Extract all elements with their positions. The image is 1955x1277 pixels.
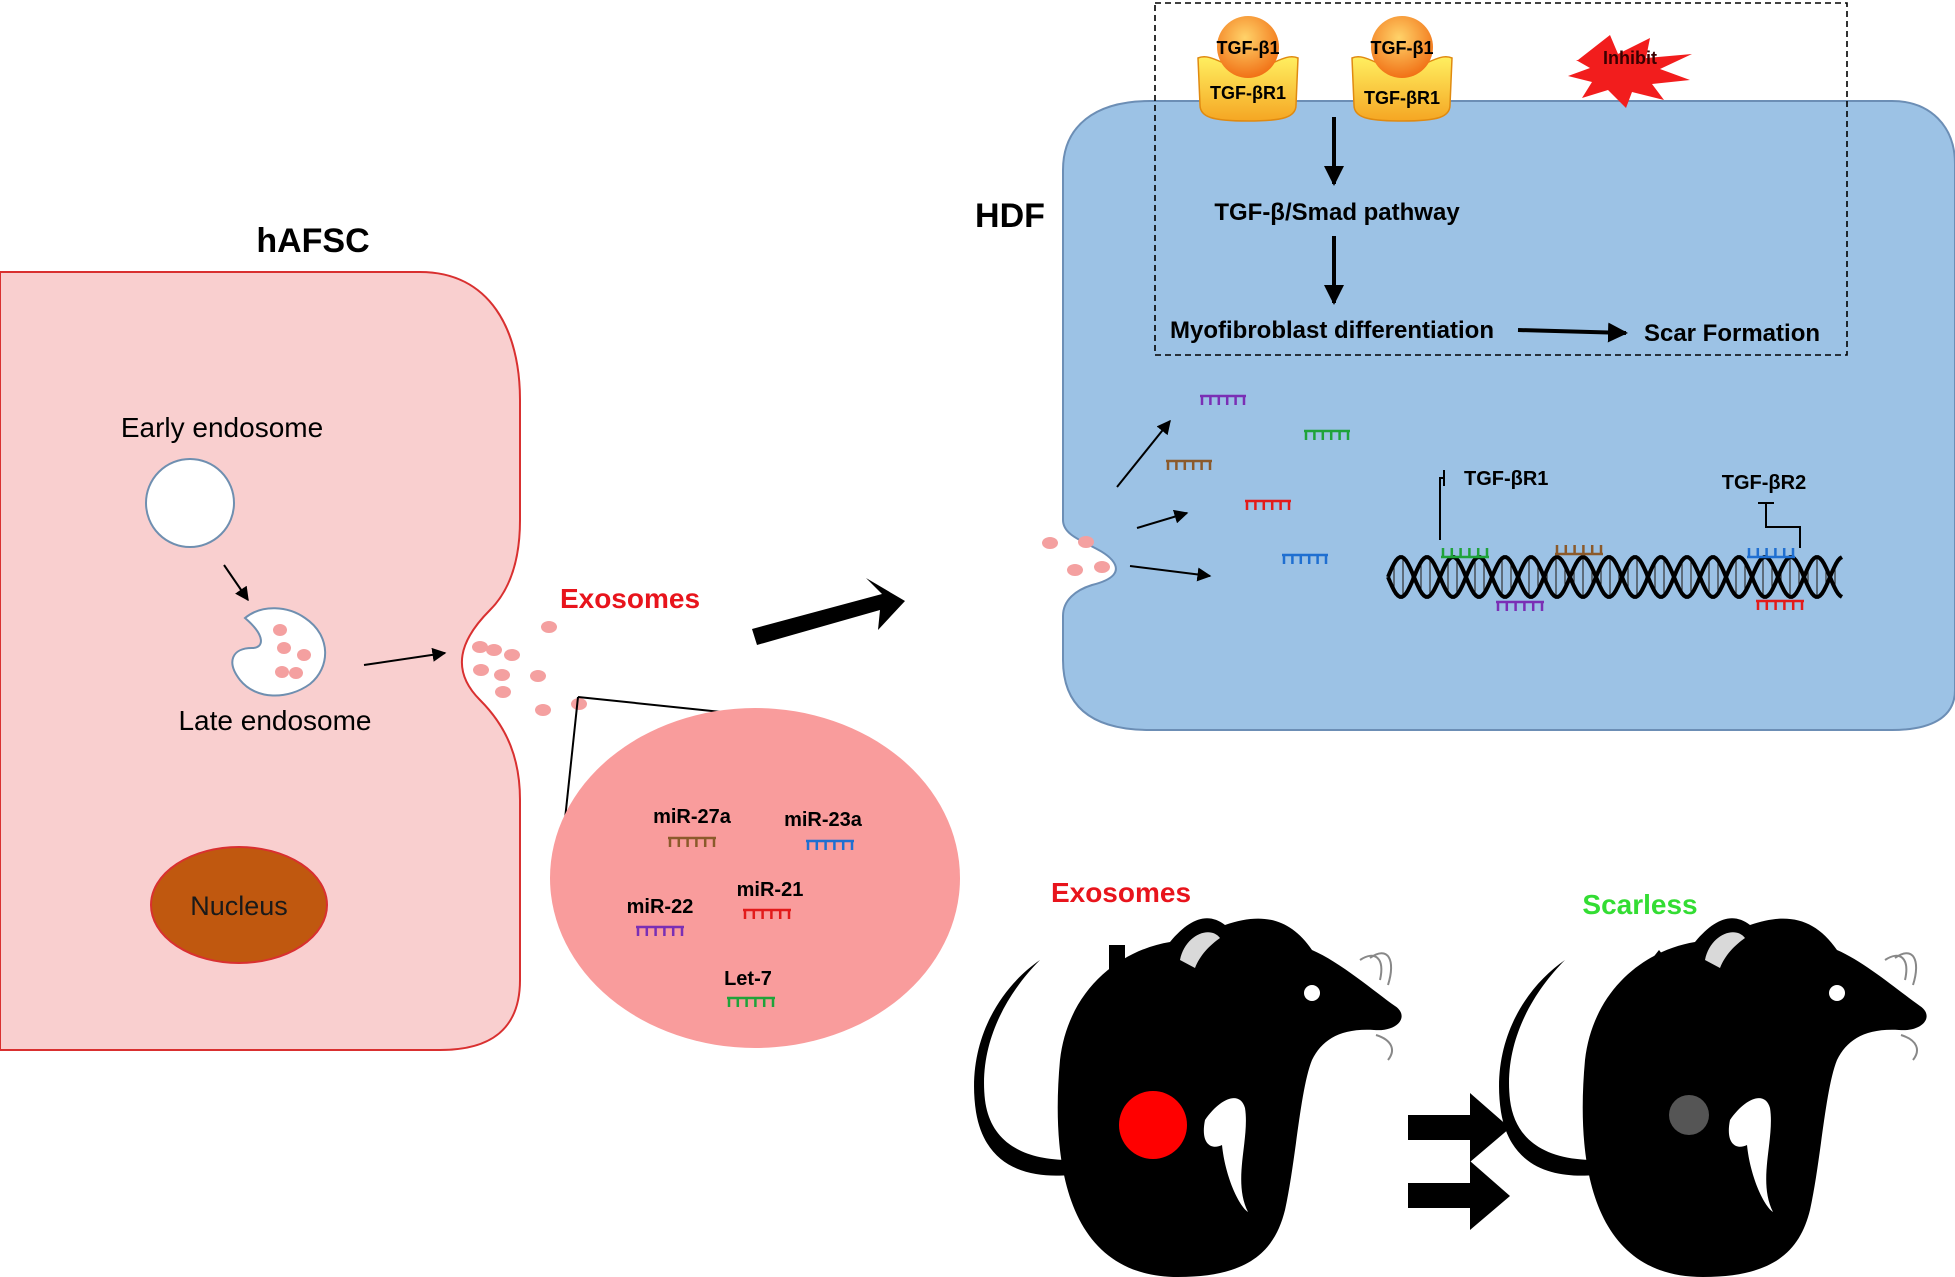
mouse-body-healed	[1582, 918, 1927, 1277]
hdf-free-mirna	[1200, 394, 1246, 405]
cargo-mirna-label: miR-22	[627, 896, 694, 918]
mouse-healed	[1499, 918, 1927, 1277]
dna-bound-mirna	[1756, 599, 1804, 610]
nucleus-label: Nucleus	[190, 891, 288, 921]
early-endosome	[145, 458, 235, 548]
endosome-arrow	[223, 564, 249, 602]
hdf-free-mirna	[1282, 553, 1328, 564]
exosomes-label: Exosomes	[560, 583, 700, 614]
dna-bound-mirna-group	[1441, 545, 1804, 611]
ligand-2-shape	[1371, 16, 1433, 78]
target-r1-label: TGF-βR1	[1464, 468, 1548, 490]
mouse-whiskers-treated	[1359, 952, 1393, 1061]
pathway-box	[1154, 2, 1848, 356]
transfer-arrow	[752, 578, 905, 645]
mouse-treated	[974, 918, 1402, 1277]
exosome-enlarged	[550, 708, 960, 1048]
receptor-1-label: TGF-βR1	[1210, 83, 1286, 103]
target-r2-label: TGF-βR2	[1722, 472, 1806, 494]
hdf-free-mirna	[1166, 459, 1212, 470]
hdf-membrane	[1062, 100, 1955, 731]
cargo-mirna-label: miR-21	[737, 879, 804, 901]
mouse-leg-treated	[1203, 1098, 1248, 1212]
diff-to-scar-arrow	[1517, 322, 1628, 343]
uptake-arrow-3	[1129, 565, 1212, 582]
dna-bound-mirna	[1496, 600, 1544, 611]
cargo-mirna-label: miR-23a	[784, 809, 863, 831]
target-r1-inhibition: TGF-βR1	[1439, 468, 1548, 540]
mouse-leg-healed	[1728, 1098, 1773, 1212]
time-arrow-1	[1408, 1093, 1510, 1162]
secretion-arrow	[363, 647, 447, 666]
cargo-mirna-strand	[727, 996, 775, 1007]
mouse-ear-healed	[1705, 932, 1745, 968]
wound-healed	[1669, 1095, 1709, 1135]
cargo-mirna-label: Let-7	[724, 968, 772, 990]
differentiation-label: Myofibroblast differentiation	[1170, 317, 1494, 344]
nucleus	[150, 846, 328, 964]
cargo-mirna-strand	[806, 839, 854, 850]
late-endosome-label: Late endosome	[178, 705, 371, 736]
hdf-exosomes	[1042, 536, 1110, 576]
mouse-eye-healed	[1829, 985, 1845, 1001]
mouse-tail-treated	[974, 960, 1070, 1176]
mouse-tail-healed	[1499, 960, 1595, 1176]
inhibit-badge: Inhibit	[1568, 35, 1692, 108]
mouse-eye-treated	[1304, 985, 1320, 1001]
ligand-1-shape	[1217, 16, 1279, 78]
target-r2-inhibition: TGF-βR2	[1722, 472, 1806, 548]
tgf-complex-2: TGF-β1 TGF-βR1	[1351, 16, 1453, 122]
hdf-cell: HDF	[975, 100, 1955, 731]
uptake-arrow-1	[1116, 419, 1171, 488]
dna-strand	[1386, 555, 1844, 599]
cargo-mirna-strand	[668, 836, 716, 847]
late-endosome-vesicles	[273, 624, 311, 679]
cargo-mirna-label: miR-27a	[653, 806, 732, 828]
pathway-label: TGF-β/Smad pathway	[1214, 199, 1460, 226]
dna-bound-mirna	[1555, 545, 1603, 556]
mouse-exosomes-label: Exosomes	[1051, 877, 1191, 908]
scar-formation-label: Scar Formation	[1644, 320, 1820, 347]
hdf-title: HDF	[975, 197, 1045, 235]
scarless-label: Scarless	[1582, 889, 1697, 920]
hafsc-title: hAFSC	[256, 222, 369, 260]
dna-bound-mirna	[1441, 548, 1489, 559]
hdf-free-mirna	[1304, 429, 1350, 440]
receptor-2-label: TGF-βR1	[1364, 88, 1440, 108]
mouse-body-treated	[1057, 918, 1402, 1277]
time-arrow-2	[1408, 1161, 1510, 1230]
cargo-mirna-strand	[743, 908, 791, 919]
ligand-1-label: TGF-β1	[1217, 38, 1280, 58]
mouse-whiskers-healed	[1884, 952, 1918, 1061]
wound-red	[1119, 1091, 1187, 1159]
cargo-mirna-strand	[636, 925, 684, 936]
uptake-arrow-2	[1136, 509, 1189, 529]
mouse-ear-treated	[1180, 932, 1220, 968]
released-exosomes	[472, 621, 587, 716]
hdf-free-mirna-group	[1166, 394, 1350, 564]
hafsc-cell: hAFSC Early endosome Late endosome Nucle…	[0, 222, 521, 1051]
inhibit-starburst	[1568, 35, 1692, 108]
tgf-complex-1: TGF-β1 TGF-βR1	[1197, 16, 1299, 122]
early-endosome-label: Early endosome	[121, 412, 323, 443]
hdf-free-mirna	[1245, 499, 1291, 510]
inhibit-label: Inhibit	[1603, 48, 1657, 68]
dna-bound-mirna	[1747, 548, 1795, 559]
ligand-2-label: TGF-β1	[1371, 38, 1434, 58]
